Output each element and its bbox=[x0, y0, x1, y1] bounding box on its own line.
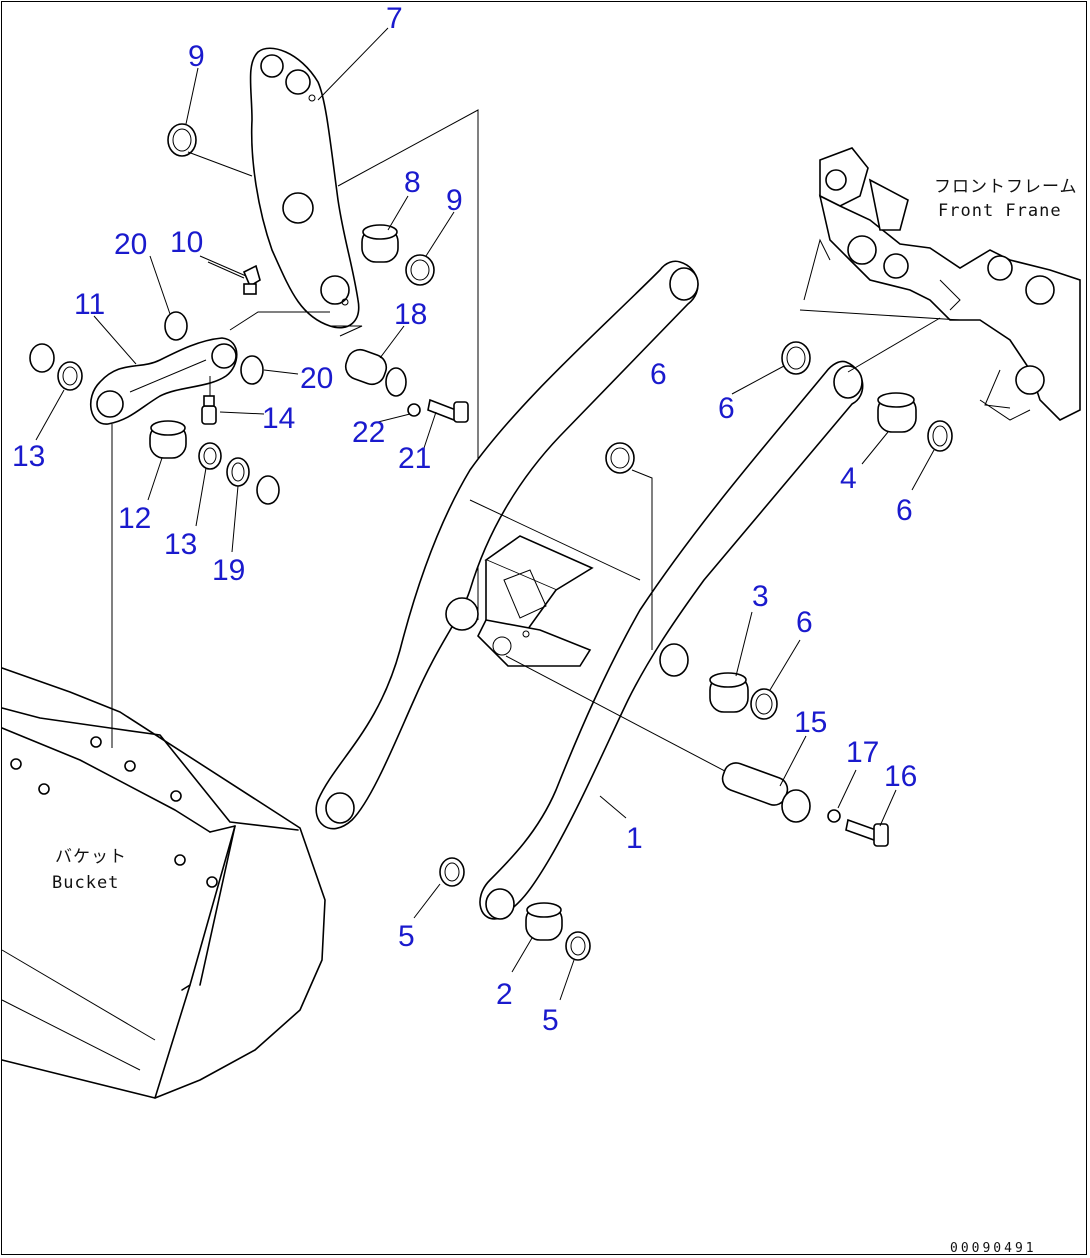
seal-5b bbox=[565, 931, 591, 961]
seal-13a bbox=[57, 361, 83, 391]
seal-19 bbox=[226, 457, 250, 487]
callout-10: 10 bbox=[170, 226, 203, 259]
shim-20b bbox=[240, 355, 264, 385]
seal-5a bbox=[439, 857, 465, 887]
bushing-2 bbox=[525, 902, 563, 941]
shim-19b bbox=[256, 475, 280, 505]
bushing-4 bbox=[877, 392, 917, 433]
bucket-label-jp: バケット bbox=[55, 847, 127, 867]
seal-6-top bbox=[781, 341, 811, 375]
callout-4: 4 bbox=[840, 462, 857, 495]
shim-13a-left bbox=[29, 343, 55, 373]
callout-19: 19 bbox=[212, 554, 245, 587]
callout-6: 6 bbox=[796, 606, 813, 639]
callout-3: 3 bbox=[752, 580, 769, 613]
callout-15: 15 bbox=[794, 706, 827, 739]
drawing-number: 00090491 bbox=[950, 1241, 1037, 1256]
seal-9b bbox=[405, 254, 435, 286]
leader-lines bbox=[35, 27, 935, 1001]
grease-fitting-10 bbox=[242, 264, 261, 295]
callout-13: 13 bbox=[164, 528, 197, 561]
callout-20: 20 bbox=[300, 362, 333, 395]
callout-14: 14 bbox=[262, 402, 295, 435]
callout-16: 16 bbox=[884, 760, 917, 793]
bellcrank bbox=[249, 47, 360, 329]
callout-12: 12 bbox=[118, 502, 151, 535]
grease-fitting-14 bbox=[201, 395, 217, 425]
lift-arm-right bbox=[479, 360, 864, 920]
cross-tube bbox=[477, 535, 594, 667]
callout-6: 6 bbox=[896, 494, 913, 527]
bolt-16 bbox=[845, 818, 889, 847]
callout-5: 5 bbox=[398, 920, 415, 953]
pin-15 bbox=[721, 762, 811, 823]
callout-13: 13 bbox=[12, 440, 45, 473]
bushing-3 bbox=[709, 672, 749, 713]
pin-18 bbox=[344, 348, 407, 397]
front-frame bbox=[799, 147, 1081, 421]
callout-9: 9 bbox=[446, 184, 463, 217]
callout-8: 8 bbox=[404, 166, 421, 199]
seal-6d bbox=[750, 688, 778, 720]
shim-20a bbox=[164, 311, 188, 341]
bucket-label-en: Bucket bbox=[52, 873, 119, 893]
bushing-8 bbox=[361, 224, 399, 263]
front-frame-label-en: Front Frane bbox=[938, 201, 1062, 221]
seal-6c bbox=[927, 420, 953, 452]
bucket bbox=[1, 667, 326, 1099]
seal-13b bbox=[198, 442, 222, 470]
washer-17 bbox=[827, 809, 841, 823]
callout-9: 9 bbox=[188, 40, 205, 73]
link-11 bbox=[90, 337, 238, 425]
callout-6: 6 bbox=[718, 392, 735, 425]
bushing-12 bbox=[149, 420, 187, 459]
callout-11: 11 bbox=[74, 288, 105, 321]
callout-1: 1 bbox=[626, 822, 643, 855]
callout-20: 20 bbox=[114, 228, 147, 261]
callout-7: 7 bbox=[386, 2, 403, 35]
callout-6: 6 bbox=[650, 358, 667, 391]
seal-9a bbox=[167, 123, 197, 157]
callout-17: 17 bbox=[846, 736, 879, 769]
callout-2: 2 bbox=[496, 978, 513, 1011]
seal-6a bbox=[605, 442, 635, 474]
callout-18: 18 bbox=[394, 298, 427, 331]
front-frame-label-jp: フロントフレーム bbox=[934, 177, 1078, 197]
callout-5: 5 bbox=[542, 1004, 559, 1037]
bolt-21 bbox=[427, 398, 469, 423]
washer-22 bbox=[407, 403, 421, 417]
callout-21: 21 bbox=[398, 442, 431, 475]
callout-22: 22 bbox=[352, 416, 385, 449]
lift-arm-left bbox=[315, 260, 699, 830]
